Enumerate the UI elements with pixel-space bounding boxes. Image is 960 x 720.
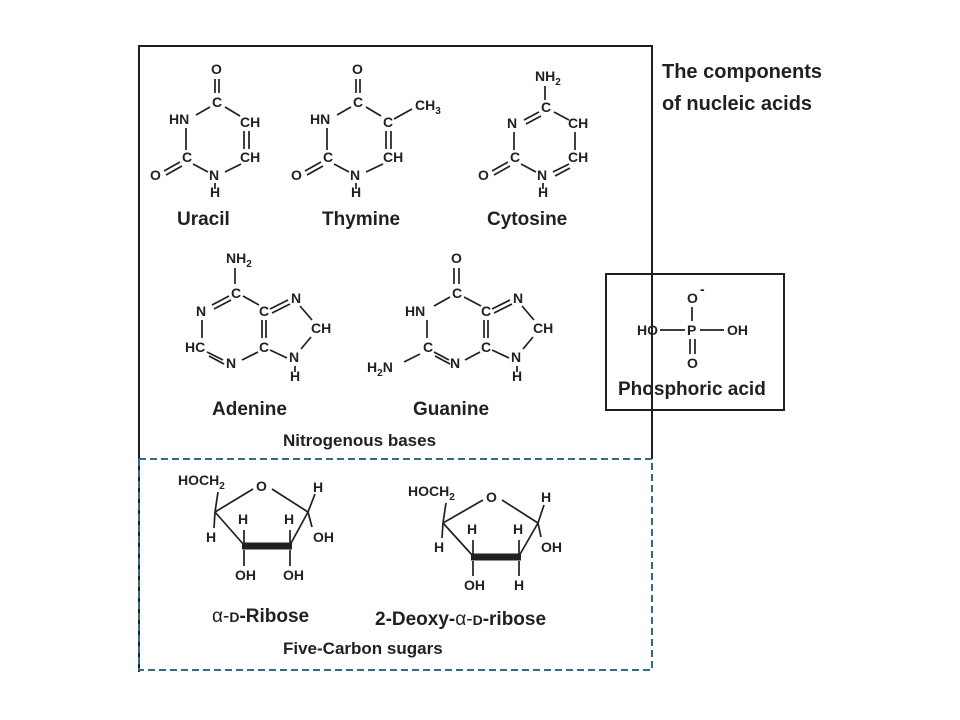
atom-ho: HO <box>637 322 658 338</box>
atom-h: H <box>290 368 300 384</box>
atom-hn: HN <box>169 111 189 127</box>
atom-n: N <box>291 290 301 306</box>
atom-nh2: NH2 <box>226 250 252 270</box>
atom-o: O <box>486 489 497 505</box>
figure-title-line2: of nucleic acids <box>662 93 812 115</box>
atom-o: O <box>478 167 489 183</box>
atom-oh: OH <box>541 539 562 555</box>
atom-ch: CH <box>240 114 260 130</box>
atom-o: O <box>352 61 363 77</box>
atom-n: N <box>350 167 360 183</box>
main-panel-frame <box>138 45 653 672</box>
atom-n: N <box>507 115 517 131</box>
nitrogenous-bases-label: Nitrogenous bases <box>283 431 436 450</box>
atom-c: C <box>541 99 551 115</box>
atom-n: N <box>226 355 236 371</box>
atom-h: H <box>351 184 361 200</box>
ribose-structure: HOCH2 O H H OH H H OH OH <box>178 472 334 583</box>
uracil-structure: O C HN CH C CH O N H <box>150 61 260 200</box>
atom-h: H <box>284 511 294 527</box>
atom-c: C <box>353 94 363 110</box>
atom-n: N <box>511 349 521 365</box>
phosphoric-acid-structure: O - HO P OH O <box>637 281 748 371</box>
uracil-label: Uracil <box>177 209 230 230</box>
atom-h: H <box>512 368 522 384</box>
atom-o: O <box>687 355 698 371</box>
atom-h: H <box>514 577 524 593</box>
atom-c: C <box>231 285 241 301</box>
atom-ch3: CH3 <box>415 97 441 117</box>
atom-c: C <box>383 114 393 130</box>
five-carbon-sugars-label: Five-Carbon sugars <box>283 639 443 658</box>
sugars-panel-frame <box>138 459 653 671</box>
guanine-label: Guanine <box>413 399 489 420</box>
atom-c: C <box>259 339 269 355</box>
atom-o: O <box>256 478 267 494</box>
atom-o: O <box>211 61 222 77</box>
adenine-structure: NH2 C N C N CH HC C N H N <box>185 250 331 384</box>
atom-o: O <box>687 290 698 306</box>
atom-hoch2: HOCH2 <box>408 483 455 503</box>
atom-h: H <box>467 521 477 537</box>
atom-c: C <box>452 285 462 301</box>
cytosine-structure: NH2 C N CH C CH O N H <box>478 68 588 200</box>
atom-ch: CH <box>568 115 588 131</box>
atom-ch: CH <box>240 149 260 165</box>
atom-n: N <box>209 167 219 183</box>
atom-ch: CH <box>533 320 553 336</box>
ribose-label: α-D-Ribose <box>212 606 309 627</box>
atom-p: P <box>687 322 696 338</box>
atom-c: C <box>323 149 333 165</box>
phosphoric-acid-label: Phosphoric acid <box>618 379 766 400</box>
atom-h2n: H2N <box>367 359 393 379</box>
atom-hc: HC <box>185 339 205 355</box>
atom-c: C <box>259 303 269 319</box>
atom-hoch2: HOCH2 <box>178 472 225 492</box>
atom-nh2: NH2 <box>535 68 561 88</box>
atom-h: H <box>513 521 523 537</box>
atom-h: H <box>238 511 248 527</box>
atom-n: N <box>289 349 299 365</box>
atom-c: C <box>481 339 491 355</box>
atom-n: N <box>513 290 523 306</box>
atom-ch: CH <box>311 320 331 336</box>
atom-o: O <box>291 167 302 183</box>
deoxyribose-structure: HOCH2 O H H OH H H OH H <box>408 483 562 593</box>
atom-h: H <box>210 184 220 200</box>
atom-c: C <box>423 339 433 355</box>
atom-oh: OH <box>283 567 304 583</box>
atom-hn: HN <box>310 111 330 127</box>
atom-c: C <box>510 149 520 165</box>
atom-oh: OH <box>727 322 748 338</box>
atom-h: H <box>434 539 444 555</box>
guanine-structure: O C HN C N CH C C N H H2N N <box>367 250 553 384</box>
cytosine-label: Cytosine <box>487 209 567 230</box>
adenine-label: Adenine <box>212 399 287 420</box>
atom-o: O <box>451 250 462 266</box>
atom-c: C <box>182 149 192 165</box>
atom-oh: OH <box>235 567 256 583</box>
atom-n: N <box>450 355 460 371</box>
figure-title-line1: The components <box>662 61 822 83</box>
atom-minus: - <box>700 281 705 297</box>
atom-hn: HN <box>405 303 425 319</box>
atom-oh: OH <box>464 577 485 593</box>
atom-h: H <box>206 529 216 545</box>
phosphoric-acid-frame <box>605 273 785 411</box>
atom-oh: OH <box>313 529 334 545</box>
thymine-label: Thymine <box>322 209 400 230</box>
atom-o: O <box>150 167 161 183</box>
atom-n: N <box>196 303 206 319</box>
atom-ch: CH <box>383 149 403 165</box>
atom-h: H <box>541 489 551 505</box>
atom-c: C <box>481 303 491 319</box>
atom-h: H <box>313 479 323 495</box>
thymine-structure: O C HN C CH3 C CH O N H <box>291 61 441 200</box>
atom-c: C <box>212 94 222 110</box>
atom-n: N <box>537 167 547 183</box>
deoxyribose-label: 2-Deoxy-α-D-ribose <box>375 609 546 630</box>
atom-h: H <box>538 184 548 200</box>
atom-ch: CH <box>568 149 588 165</box>
